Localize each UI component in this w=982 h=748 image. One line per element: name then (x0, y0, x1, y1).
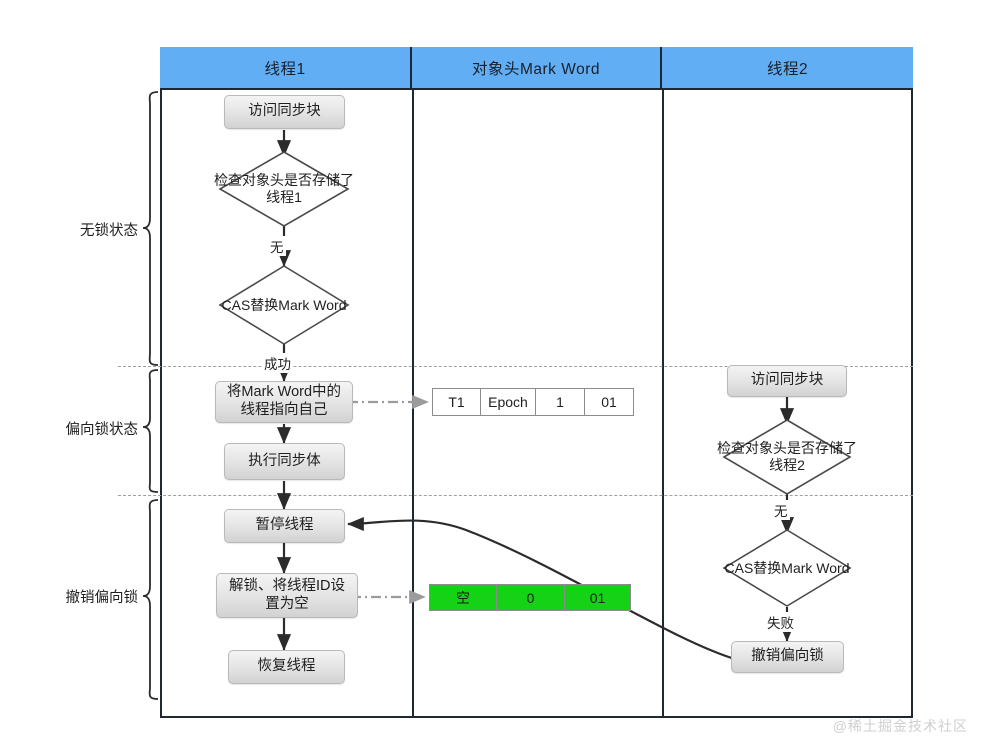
node-t2-enter-sync-block-label: 访问同步块 (750, 372, 824, 389)
phase-label-biased: 偏向锁状态 (65, 422, 139, 438)
node-t1-point-markword-to-self[interactable]: 将Mark Word中的线程指向自己 (215, 381, 353, 423)
edge-label-t2-fail: 失败 (765, 612, 796, 632)
phase-divider-1 (118, 366, 913, 367)
phase-divider-2 (118, 495, 913, 496)
column-header-thread1-label: 线程1 (264, 60, 306, 78)
node-t1-execute-sync-body-label: 执行同步体 (248, 452, 321, 469)
decision-t2-check-header-label: 检查对象头是否存储了线程2 (717, 440, 857, 473)
decision-t1-check-header-label: 检查对象头是否存储了线程1 (214, 172, 354, 205)
markword-cell-lock-bits: 01 (584, 388, 634, 416)
node-t1-pause-thread[interactable]: 暂停线程 (224, 509, 345, 543)
phase-label-revoke: 撤销偏向锁 (65, 590, 139, 606)
decision-t2-cas: CAS替换Mark Word (724, 530, 850, 606)
phase-label-unlocked: 无锁状态 (80, 223, 138, 239)
column-header-thread2-label: 线程2 (766, 60, 809, 78)
decision-t1-cas-label: CAS替换Mark Word (221, 296, 347, 313)
node-t1-execute-sync-body[interactable]: 执行同步体 (224, 443, 345, 480)
watermark: @稀土掘金技术社区 (832, 718, 968, 734)
column-header-row: 线程1 对象头Mark Word 线程2 (160, 47, 913, 90)
node-t1-enter-sync-block-label: 访问同步块 (248, 103, 321, 120)
node-t2-enter-sync-block[interactable]: 访问同步块 (727, 365, 847, 397)
node-t1-enter-sync-block[interactable]: 访问同步块 (224, 95, 345, 129)
column-header-thread1: 线程1 (160, 47, 412, 90)
markword-row-biased: T1 Epoch 1 01 (432, 388, 634, 416)
decision-t2-cas-label: CAS替换Mark Word (724, 559, 850, 576)
markword-cell-biased-flag: 1 (535, 388, 584, 416)
node-t1-resume-thread[interactable]: 恢复线程 (228, 650, 345, 684)
markword-cell-thread-id-empty: 空 (429, 584, 496, 611)
column-divider-1 (412, 90, 414, 718)
decision-t1-check-header: 检查对象头是否存储了线程1 (214, 152, 354, 226)
markword-cell-biased-flag-zero: 0 (496, 584, 564, 611)
node-t2-revoke-biased-lock-label: 撤销偏向锁 (751, 648, 824, 665)
markword-cell-thread-id: T1 (432, 388, 480, 416)
decision-t1-cas: CAS替换Mark Word (220, 266, 348, 344)
column-header-thread2: 线程2 (662, 47, 913, 90)
node-t1-point-markword-to-self-label: 将Mark Word中的线程指向自己 (226, 384, 342, 418)
edge-label-t2-none: 无 (772, 500, 790, 520)
column-header-markword: 对象头Mark Word (412, 47, 662, 90)
markword-row-revoked: 空 0 01 (429, 584, 631, 611)
column-divider-2 (662, 90, 664, 718)
node-t2-revoke-biased-lock[interactable]: 撤销偏向锁 (731, 641, 844, 673)
node-t1-pause-thread-label: 暂停线程 (255, 517, 314, 534)
node-t1-unlock-clear-thread-id-label: 解锁、将线程ID设置为空 (229, 577, 345, 612)
column-header-markword-label: 对象头Mark Word (471, 60, 600, 78)
decision-t2-check-header: 检查对象头是否存储了线程2 (717, 420, 857, 494)
edge-label-t1-none: 无 (268, 236, 286, 256)
edge-label-t1-success: 成功 (262, 353, 293, 373)
node-t1-resume-thread-label: 恢复线程 (257, 658, 316, 675)
markword-cell-lock-bits-01: 01 (564, 584, 631, 611)
markword-cell-epoch: Epoch (480, 388, 535, 416)
node-t1-unlock-clear-thread-id[interactable]: 解锁、将线程ID设置为空 (216, 573, 358, 618)
